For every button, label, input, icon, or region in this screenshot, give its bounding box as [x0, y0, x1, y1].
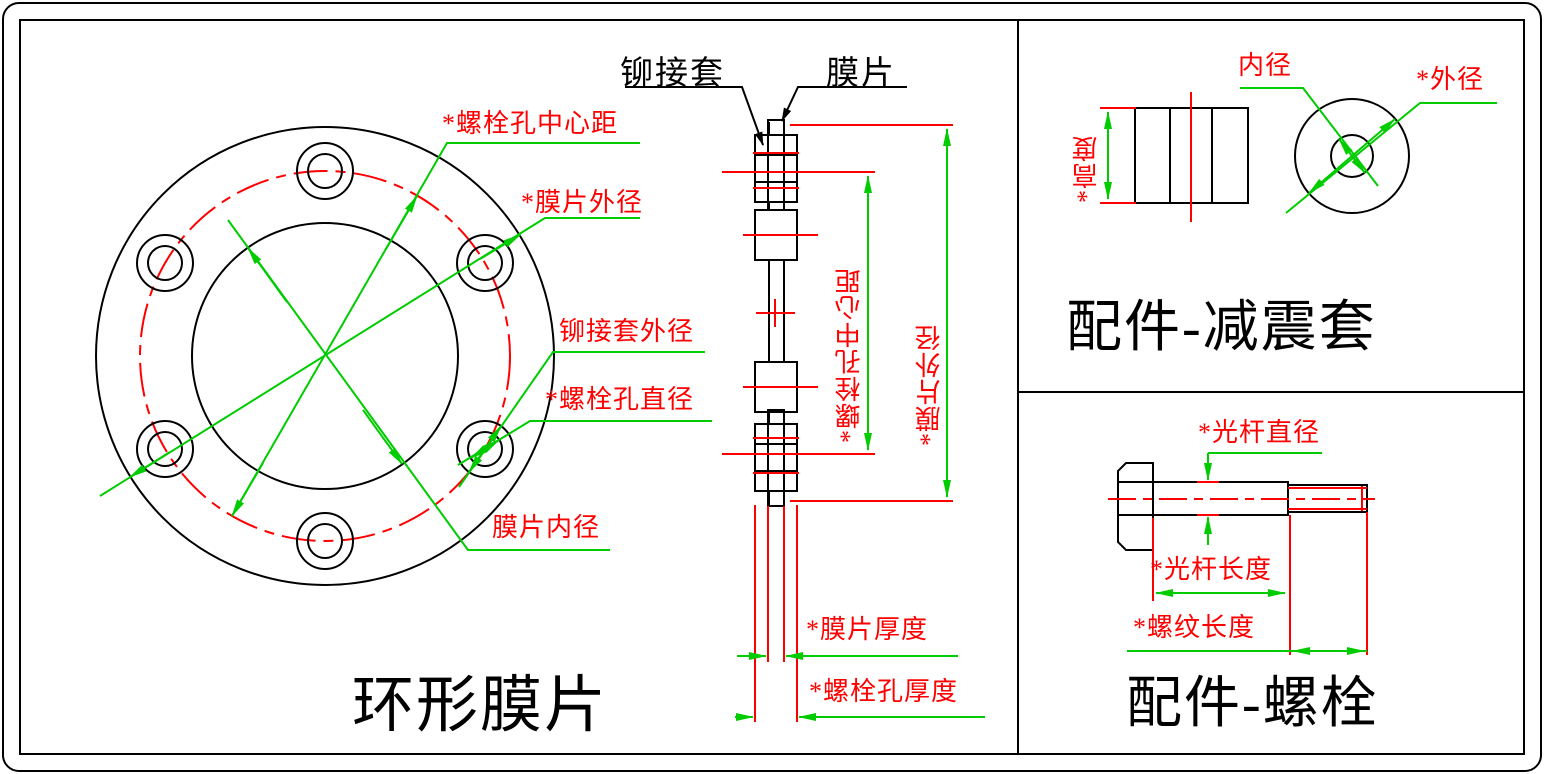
- label-section-diaphragm-outer-diameter: *膜片外径: [915, 324, 944, 446]
- label-diaphragm-thickness: *膜片厚度: [806, 615, 929, 644]
- label-sleeve-inner-diameter: 内径: [1238, 51, 1293, 80]
- title-bolt: 配件-螺栓: [1126, 673, 1379, 735]
- diaphragm-section-view: [625, 86, 985, 722]
- damper-sleeve-view: [1100, 87, 1497, 222]
- dim-outer-diameter: [99, 217, 640, 497]
- title-annular-diaphragm: 环形膜片: [352, 672, 609, 740]
- label-diaphragm-inner-diameter: 膜片内径: [492, 513, 601, 542]
- diaphragm-front-view: [95, 126, 712, 586]
- bolt-view: [1108, 452, 1375, 655]
- label-bolt-hole-diameter: *螺栓孔直径: [545, 385, 695, 414]
- label-sleeve-outer-diameter: *外径: [1416, 65, 1485, 94]
- label-bolt-hole-thickness: *螺栓孔厚度: [809, 677, 959, 706]
- bolt-holes: [136, 142, 514, 570]
- label-shank-diameter: *光杆直径: [1198, 418, 1321, 447]
- label-bolt-hole-center-distance: *螺栓孔中心距: [442, 109, 619, 138]
- label-diaphragm: 膜片: [826, 56, 896, 92]
- label-rivet-sleeve-outer-diameter: 铆接套外径: [559, 317, 695, 346]
- leader-bolt-hole-dia: [457, 420, 712, 466]
- label-rivet-sleeve: 铆接套: [620, 56, 725, 92]
- label-shank-length: *光杆长度: [1150, 555, 1273, 584]
- dim-bolt-circle-diameter: [231, 142, 640, 517]
- label-thread-length: *螺纹长度: [1133, 613, 1256, 642]
- leader-rivet-sleeve-od: [458, 351, 705, 488]
- label-section-bolt-hole-center-distance: *螺栓孔中心距: [835, 267, 864, 443]
- dim-inner-diameter: [227, 219, 610, 551]
- label-diaphragm-outer-diameter: *膜片外径: [521, 188, 644, 217]
- title-damper-sleeve: 配件-减震套: [1066, 297, 1377, 359]
- label-sleeve-height: *高度: [1072, 135, 1101, 203]
